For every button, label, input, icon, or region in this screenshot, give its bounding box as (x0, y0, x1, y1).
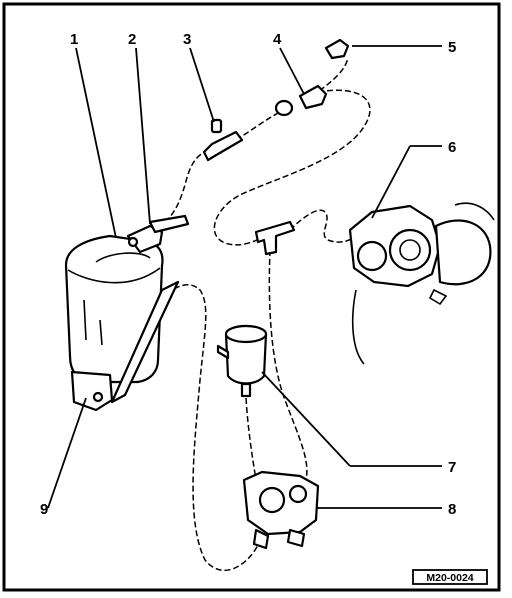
callout-9: 9 (40, 501, 48, 518)
callout-4: 4 (273, 31, 282, 48)
callout-7: 7 (448, 459, 456, 476)
throttle-body (348, 202, 495, 365)
callout-6: 6 (448, 139, 456, 156)
reference-code: M20-0024 (426, 572, 473, 584)
diagram-frame (2, 2, 501, 592)
callout-8: 8 (448, 501, 456, 518)
inline-check-valve (202, 118, 244, 162)
callout-5: 5 (448, 39, 456, 56)
callout-2: 2 (128, 31, 136, 48)
callout-3: 3 (183, 31, 191, 48)
mounting-bracket (70, 280, 180, 412)
reference-code-box: M20-0024 (412, 569, 488, 585)
actuator-assembly (242, 470, 320, 550)
solenoid-valve (126, 214, 190, 254)
callout-1: 1 (70, 31, 78, 48)
vacuum-reservoir (216, 324, 268, 398)
t-connector (254, 220, 296, 256)
leader-lines (47, 45, 442, 509)
vacuum-valve (274, 84, 328, 117)
cap (324, 38, 350, 60)
charcoal-canister (64, 234, 164, 384)
